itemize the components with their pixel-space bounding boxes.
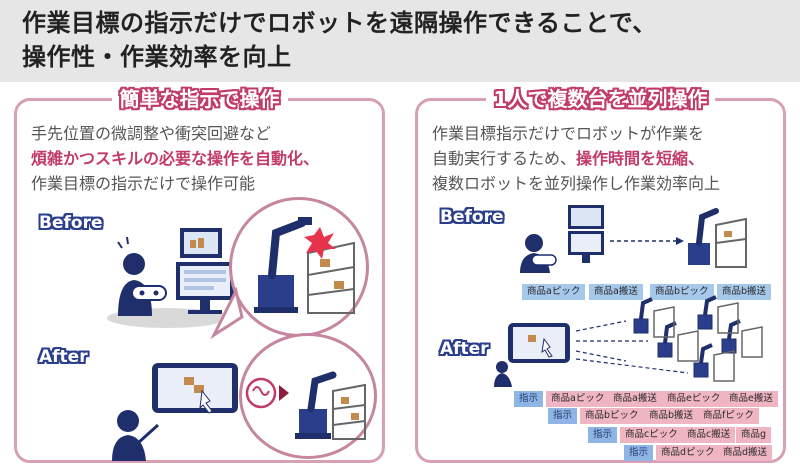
operator-with-tablet-icon xyxy=(112,363,238,461)
page-title-line-1: 作業目標の指示だけでロボットを遠隔操作できることで、 xyxy=(22,9,657,37)
task-chip: 商品fピック xyxy=(698,408,759,424)
right-before-label: Before xyxy=(440,207,504,227)
multi-robot-parallel-icon xyxy=(494,295,763,387)
task-chip: 商品e搬送 xyxy=(724,391,778,407)
before-task-chip: 商品bピック xyxy=(650,284,714,300)
left-panel: 簡単な指示で操作 手先位置の微調整や衝突回避など 煩雑かつスキルの必要な操作を自… xyxy=(14,83,385,463)
operator-with-gamepad-icon xyxy=(107,228,234,328)
instruction-chip: 指示 xyxy=(548,408,578,424)
task-chip: 商品d搬送 xyxy=(718,445,773,461)
left-desc-comma: 、 xyxy=(303,149,320,168)
left-before-label: Before xyxy=(39,213,103,233)
single-robot-remote-icon xyxy=(520,205,747,273)
right-panel: 1人で複数台を並列操作 作業目標指示だけでロボットが作業を 自動実行するため、操… xyxy=(415,83,786,463)
left-after-label: After xyxy=(39,347,88,367)
task-chip: 商品g xyxy=(736,427,772,443)
instruction-chip: 指示 xyxy=(624,445,654,461)
task-chip: 商品aピック xyxy=(546,391,610,407)
right-desc-comma: 、 xyxy=(688,149,705,168)
task-chip: 商品a搬送 xyxy=(608,391,662,407)
left-desc-line-3: 作業目標の指示だけで操作可能 xyxy=(31,174,256,193)
right-desc-line-3: 複数ロボットを並列操作し作業効率向上 xyxy=(432,174,721,193)
instruction-chip: 指示 xyxy=(514,391,544,407)
task-chip: 商品b搬送 xyxy=(644,408,699,424)
page-title-line-2: 操作性・作業効率を向上 xyxy=(22,43,292,71)
before-task-chip: 商品b搬送 xyxy=(717,284,772,300)
brain-robot-icon xyxy=(245,371,366,440)
before-task-chip: 商品aピック xyxy=(522,284,586,300)
right-after-label: After xyxy=(440,339,489,359)
right-panel-description: 作業目標指示だけでロボットが作業を 自動実行するため、操作時間を短縮、 複数ロボ… xyxy=(432,121,720,196)
right-desc-pre: 自動実行するため、 xyxy=(432,149,577,168)
left-desc-line-1: 手先位置の微調整や衝突回避など xyxy=(31,124,272,143)
task-chip: 商品dピック xyxy=(656,445,720,461)
robot-collision-icon xyxy=(210,217,355,340)
right-desc-bold: 操作時間を短縮 xyxy=(576,149,689,168)
task-chip: 商品bピック xyxy=(580,408,644,424)
left-desc-line-2: 煩雑かつスキルの必要な操作を自動化、 xyxy=(31,146,319,171)
task-chip: 商品eピック xyxy=(662,391,726,407)
before-task-chip: 商品a搬送 xyxy=(589,284,643,300)
right-panel-label: 1人で複数台を並列操作 xyxy=(485,83,716,112)
task-chip: 商品c搬送 xyxy=(682,427,736,443)
instruction-chip: 指示 xyxy=(588,427,618,443)
right-desc-line-2: 自動実行するため、操作時間を短縮、 xyxy=(432,146,720,171)
right-desc-line-1: 作業目標指示だけでロボットが作業を xyxy=(432,124,705,143)
left-panel-label: 簡単な指示で操作 xyxy=(111,83,288,112)
title-band: 作業目標の指示だけでロボットを遠隔操作できることで、 操作性・作業効率を向上 xyxy=(0,0,800,82)
left-desc-bold: 煩雑かつスキルの必要な操作を自動化 xyxy=(31,149,304,168)
left-panel-description: 手先位置の微調整や衝突回避など 煩雑かつスキルの必要な操作を自動化、 作業目標の… xyxy=(31,121,319,196)
task-chip: 商品cピック xyxy=(620,427,683,443)
